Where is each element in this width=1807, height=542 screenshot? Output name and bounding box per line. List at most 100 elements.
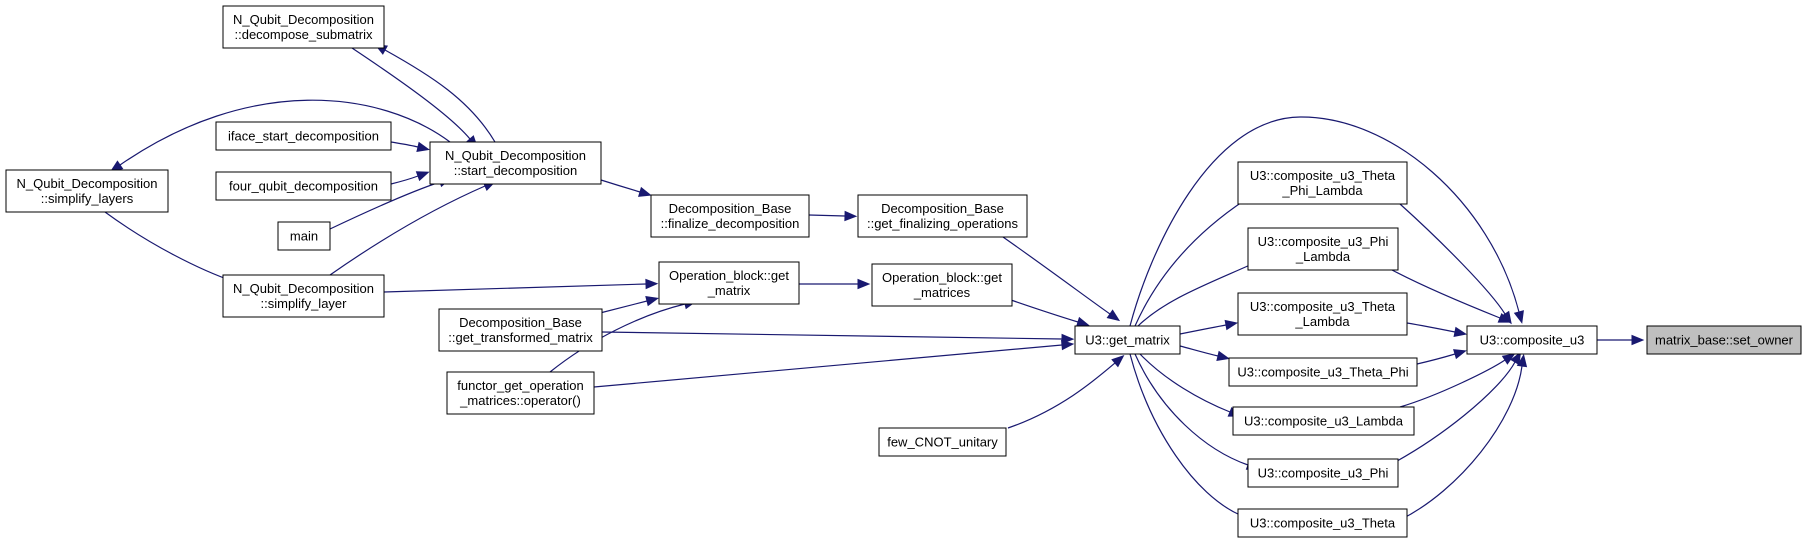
arrowhead xyxy=(1216,350,1230,361)
edge-db_gtm-to-ob_gm xyxy=(599,296,659,314)
node-ob-gms[interactable]: Operation_block::get_matrices xyxy=(871,263,1013,307)
node-nq-sd[interactable]: N_Qubit_Decomposition::start_decompositi… xyxy=(429,141,602,185)
arrowhead xyxy=(645,296,659,307)
arrowhead xyxy=(1501,353,1516,365)
node-db-gtm[interactable]: Decomposition_Base::get_transformed_matr… xyxy=(438,308,603,352)
edge-line xyxy=(1002,236,1111,315)
node-nq-sl[interactable]: N_Qubit_Decomposition::simplify_layer xyxy=(222,274,385,318)
node-label: _Lambda xyxy=(1294,314,1350,329)
edge-line xyxy=(1399,359,1506,408)
node-label: U3::composite_u3_Phi xyxy=(1258,466,1389,481)
edge-composite_u3-to-set_owner xyxy=(1597,334,1645,346)
node-label: N_Qubit_Decomposition xyxy=(233,12,374,27)
edge-line xyxy=(1129,116,1520,327)
edge-line xyxy=(1179,345,1219,357)
arrowhead xyxy=(1111,355,1125,368)
edge-line xyxy=(1391,269,1501,319)
edge-line xyxy=(1139,353,1231,413)
node-label: ::simplify_layer xyxy=(261,296,348,311)
edge-cu3_tl-to-composite_u3 xyxy=(1406,322,1468,338)
edge-line xyxy=(351,47,471,140)
node-box xyxy=(277,221,331,251)
edge-line xyxy=(1399,203,1506,315)
edge-db_gfo-to-get_matrix xyxy=(1002,236,1121,322)
node-label: four_qubit_decomposition xyxy=(229,179,378,194)
node-label: Operation_block::get xyxy=(669,268,789,283)
node-four-q[interactable]: four_qubit_decomposition xyxy=(215,171,392,201)
arrowhead xyxy=(1497,312,1512,323)
node-box xyxy=(429,141,602,185)
node-cu3-pl[interactable]: U3::composite_u3_Phi_Lambda xyxy=(1247,227,1399,271)
node-box xyxy=(1247,458,1399,488)
arrowhead xyxy=(1453,349,1467,360)
node-cu3-t[interactable]: U3::composite_u3_Theta xyxy=(1237,508,1408,538)
node-label: iface_start_decomposition xyxy=(228,129,379,144)
arrowhead xyxy=(1453,326,1468,338)
edge-nq_sd-to-db_fd xyxy=(600,179,652,197)
edge-cu3_t-to-composite_u3 xyxy=(1399,353,1528,521)
arrowhead xyxy=(1513,310,1524,324)
edge-iface-to-nq_sd xyxy=(390,141,430,152)
edge-line xyxy=(1010,299,1079,323)
node-db-gfo[interactable]: Decomposition_Base::get_finalizing_opera… xyxy=(857,194,1028,238)
node-cu3-tpl[interactable]: U3::composite_u3_Theta_Phi_Lambda xyxy=(1237,161,1408,205)
edge-line xyxy=(1406,322,1456,333)
edge-fgom-to-get_matrix xyxy=(593,339,1075,388)
edge-four_q-to-nq_sd xyxy=(390,171,430,185)
edge-cu3_tp-to-composite_u3 xyxy=(1416,349,1467,365)
edge-line xyxy=(599,300,648,314)
node-label: _Phi_Lambda xyxy=(1281,183,1363,198)
edge-line xyxy=(119,99,451,166)
arrowhead xyxy=(638,186,652,197)
node-box xyxy=(446,371,595,415)
node-label: _matrices xyxy=(913,285,971,300)
node-label: U3::composite_u3_Theta xyxy=(1250,516,1396,531)
arrowhead xyxy=(415,171,430,182)
edge-ob_gms-to-get_matrix xyxy=(1010,299,1090,327)
node-get-matrix[interactable]: U3::get_matrix xyxy=(1074,325,1181,355)
arrowhead xyxy=(857,278,871,290)
edge-line xyxy=(1134,353,1249,466)
node-box xyxy=(1232,406,1415,436)
arrowhead xyxy=(645,278,659,290)
edge-line xyxy=(384,49,496,143)
node-label: functor_get_operation xyxy=(457,378,583,393)
node-cu3-p[interactable]: U3::composite_u3_Phi xyxy=(1247,458,1399,488)
node-few-cnot[interactable]: few_CNOT_unitary xyxy=(878,427,1007,457)
node-set-owner[interactable]: matrix_base::set_owner xyxy=(1646,325,1802,355)
node-fgom[interactable]: functor_get_operation_matrices::operator… xyxy=(446,371,595,415)
node-db-fd[interactable]: Decomposition_Base::finalize_decompositi… xyxy=(650,194,810,238)
node-box xyxy=(1074,325,1181,355)
node-label: U3::composite_u3_Theta xyxy=(1250,168,1396,183)
node-box xyxy=(5,169,169,213)
node-label: U3::composite_u3_Phi xyxy=(1258,234,1389,249)
edge-line xyxy=(1399,365,1523,521)
node-nq-sls[interactable]: N_Qubit_Decomposition::simplify_layers xyxy=(5,169,169,213)
node-cu3-l[interactable]: U3::composite_u3_Lambda xyxy=(1232,406,1415,436)
edge-line xyxy=(1416,353,1456,365)
edge-line xyxy=(1379,361,1516,471)
node-iface[interactable]: iface_start_decomposition xyxy=(215,121,392,151)
edge-get_matrix-to-cu3_tl xyxy=(1179,319,1239,335)
node-main[interactable]: main xyxy=(277,221,331,251)
edge-line xyxy=(549,303,686,373)
node-box xyxy=(222,274,385,318)
node-label: Decomposition_Base xyxy=(881,201,1004,216)
edge-line xyxy=(1137,264,1251,327)
node-box xyxy=(857,194,1028,238)
edge-db_fd-to-db_gfo xyxy=(808,210,858,222)
node-box xyxy=(1237,292,1408,336)
node-box xyxy=(222,5,385,49)
node-label: U3::composite_u3_Theta_Phi xyxy=(1237,365,1408,380)
node-cu3-tp[interactable]: U3::composite_u3_Theta_Phi xyxy=(1228,357,1418,387)
node-ob-gm[interactable]: Operation_block::get_matrix xyxy=(658,261,800,305)
node-label: ::simplify_layers xyxy=(41,191,134,206)
node-nq-ds[interactable]: N_Qubit_Decomposition::decompose_submatr… xyxy=(222,5,385,49)
edge-line xyxy=(593,344,1063,388)
node-composite-u3[interactable]: U3::composite_u3 xyxy=(1466,325,1598,355)
node-label: U3::get_matrix xyxy=(1085,333,1170,348)
node-label: _matrices::operator() xyxy=(459,393,581,408)
node-cu3-tl[interactable]: U3::composite_u3_Theta_Lambda xyxy=(1237,292,1408,336)
edge-line xyxy=(1007,362,1116,429)
